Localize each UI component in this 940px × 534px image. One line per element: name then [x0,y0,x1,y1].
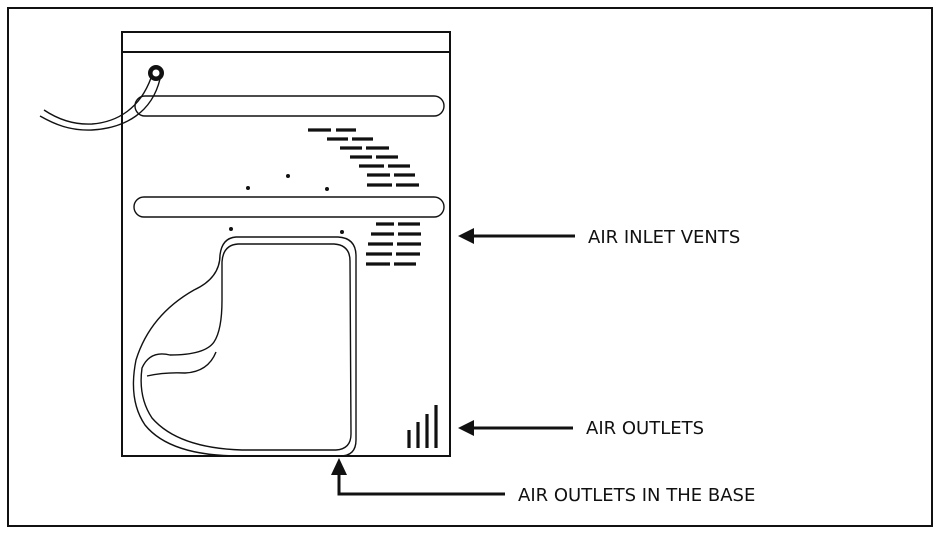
dot [286,174,290,178]
air-outlets-base-label: AIR OUTLETS IN THE BASE [518,485,755,506]
inlet-arrow [458,228,575,244]
dot [246,186,250,190]
air-inlet-label: AIR INLET VENTS [588,227,740,248]
door [132,236,357,457]
dot [325,187,329,191]
base-arrow [331,458,505,496]
air-outlet-bars [407,405,438,448]
outlets-arrow [458,420,573,436]
diagonal-vents [308,128,419,187]
appliance-body [39,31,451,457]
side-vents [366,222,421,266]
upper-slot [134,95,445,117]
power-cord [39,65,164,131]
lower-slot [133,196,445,218]
dot [340,230,344,234]
dot [229,227,233,231]
air-outlets-label: AIR OUTLETS [586,418,704,439]
outer-frame [7,7,933,527]
